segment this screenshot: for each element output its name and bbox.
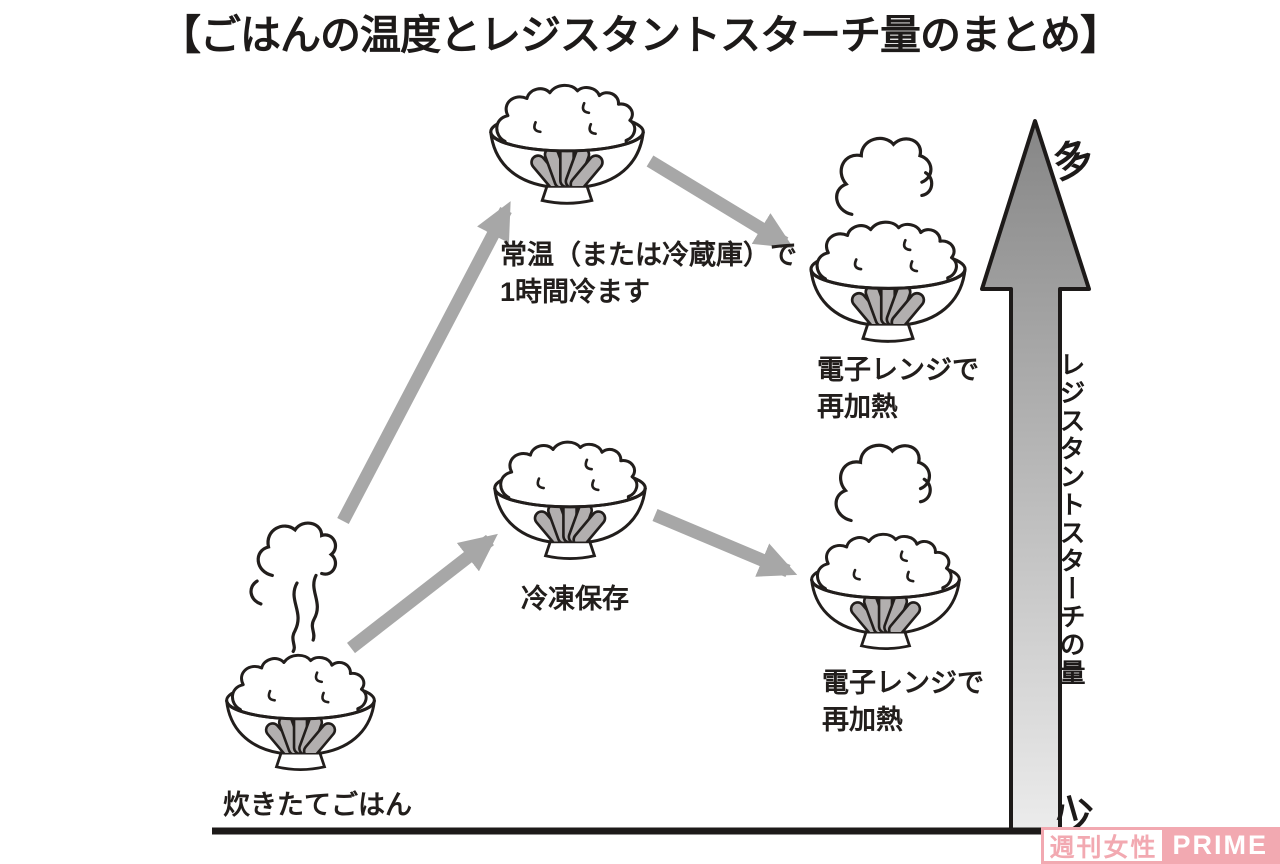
rice-bowl-reheat-bottom [812, 534, 960, 648]
page-title: 【ごはんの温度とレジスタントスターチ量のまとめ】 [160, 12, 1121, 58]
label-cooled: 常温（または冷蔵庫）で 1時間冷ます [500, 237, 797, 311]
label-reheat-bottom-line1: 電子レンジで [822, 668, 984, 698]
label-reheat-bottom-line2: 再加熱 [822, 705, 903, 735]
label-fresh: 炊きたてごはん [223, 790, 412, 820]
rice-bowl-fresh [227, 655, 375, 769]
rice-bowl-reheat-top [811, 222, 965, 341]
watermark-magazine: 週刊女性 [1041, 827, 1166, 864]
label-reheat-top: 電子レンジで 再加熱 [817, 352, 979, 426]
axis-title: レジスタントスターチの量 [1056, 351, 1086, 687]
arrow-fresh-to-frozen [347, 533, 498, 654]
arrow-fresh-to-cooled [337, 201, 512, 525]
rice-bowl-frozen [495, 442, 646, 558]
label-cooled-line1: 常温（または冷蔵庫）で [500, 240, 797, 270]
arrow-cooled-to-reheat [646, 155, 794, 249]
steam-icon-fresh [249, 521, 338, 654]
label-reheat-top-line2: 再加熱 [817, 392, 898, 422]
watermark-brand: PRIME [1165, 827, 1280, 864]
steam-icon-reheat-bottom [834, 443, 932, 523]
watermark: 週刊女性 PRIME [1041, 827, 1280, 864]
steam-icon-reheat-top [835, 136, 934, 216]
label-reheat-bottom: 電子レンジで 再加熱 [822, 665, 984, 739]
rice-bowl-cooled [491, 85, 643, 203]
label-frozen: 冷凍保存 [521, 584, 629, 614]
label-reheat-top-line1: 電子レンジで [817, 355, 979, 385]
arrow-frozen-to-reheat [652, 509, 798, 577]
label-cooled-line2: 1時間冷ます [500, 277, 651, 307]
